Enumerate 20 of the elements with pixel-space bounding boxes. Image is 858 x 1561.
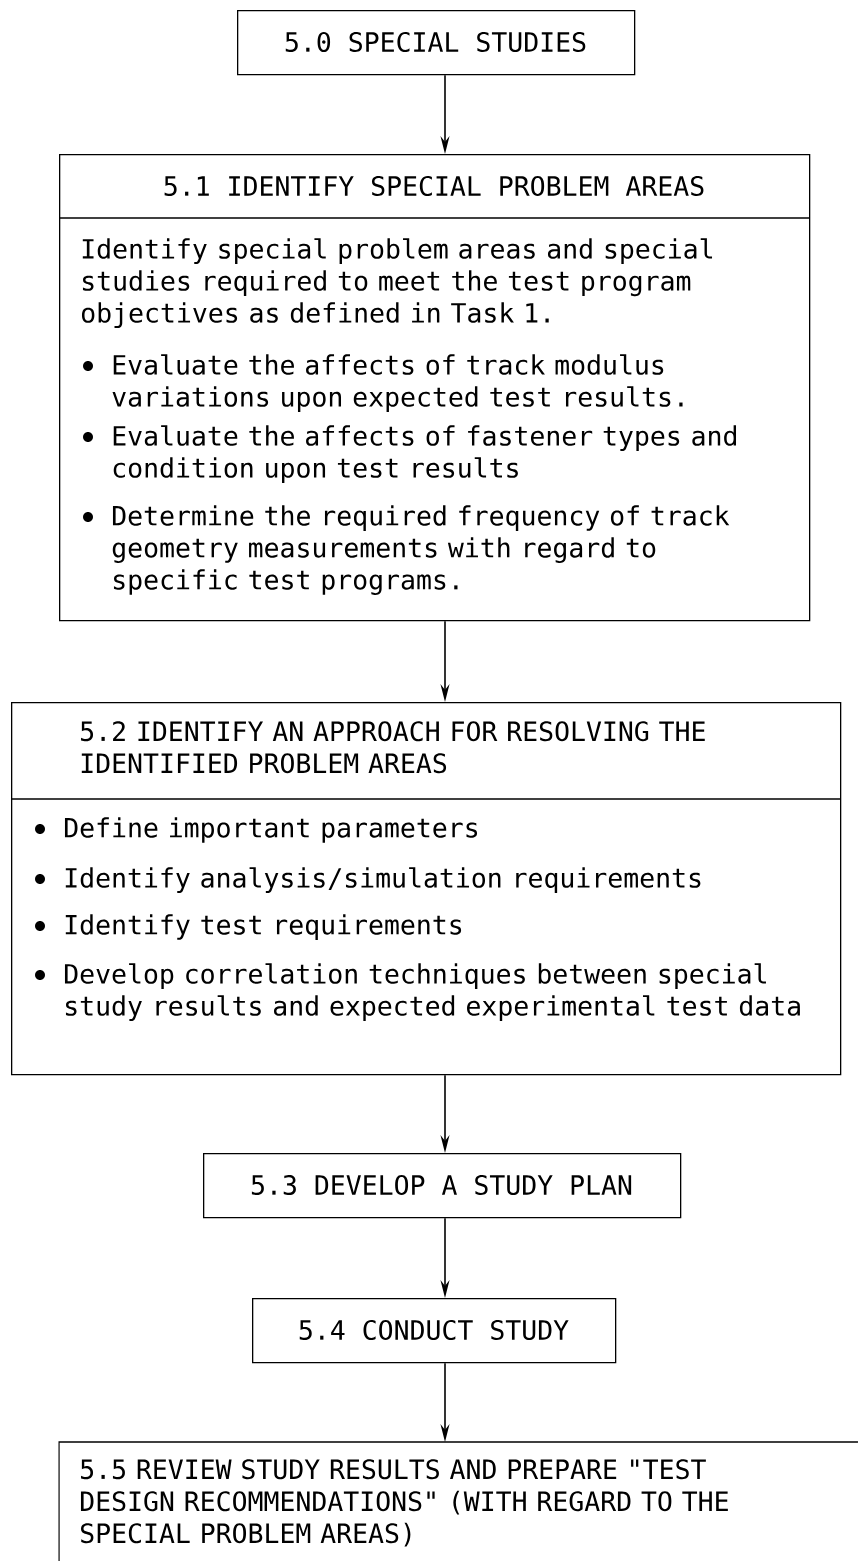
description-text: Identify special problem areas and special studies required to meet the test program objectives as defined in Task 1. — [81, 238, 713, 328]
process-box — [58, 154, 811, 622]
box-heading: 5.5 REVIEW STUDY RESULTS AND PREPARE "TEST DESIGN RECOMMENDATIONS" (WITH REGARD TO THE SPECIAL PROBLEM AREAS) — [80, 1459, 728, 1547]
box-label: 5.3 DEVELOP A STUDY PLAN — [251, 1175, 632, 1196]
box-heading: 5.1 IDENTIFY SPECIAL PROBLEM AREAS — [164, 176, 704, 197]
process-box — [58, 1441, 858, 1561]
process-box — [252, 1298, 617, 1364]
bullet-item: Identify test requirements — [35, 914, 462, 940]
box-label: 5.4 CONDUCT STUDY — [299, 1320, 569, 1341]
bullet-item: Define important parameters — [35, 817, 478, 843]
process-box — [10, 702, 842, 1076]
process-box — [237, 10, 636, 76]
box-label: 5.0 SPECIAL STUDIES — [285, 32, 586, 53]
bullet-item: Determine the required frequency of track geometry measurements with regard to specific test programs. — [83, 505, 730, 596]
bullet-item: Develop correlation techniques between special study results and expected experimental test data — [35, 963, 800, 1021]
bullet-item: Identify analysis/simulation requirements — [35, 867, 701, 894]
bullet-item: Evaluate the affects of track modulus variations upon expected test results. — [83, 354, 683, 412]
process-box — [203, 1153, 682, 1219]
box-heading: 5.2 IDENTIFY AN APPROACH FOR RESOLVING THE IDENTIFIED PROBLEM AREAS — [81, 721, 705, 774]
bullet-item: Evaluate the affects of fastener types and condition upon test results — [83, 425, 736, 483]
